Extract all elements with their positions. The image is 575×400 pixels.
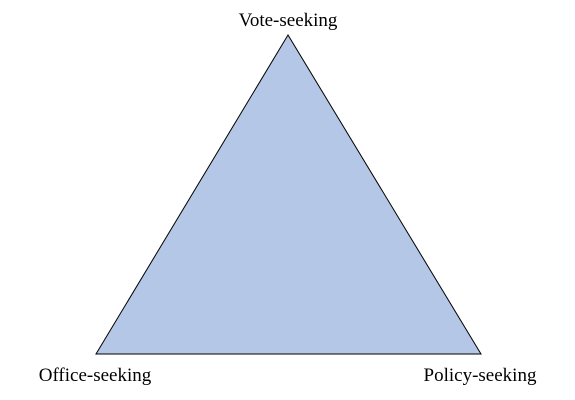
vertex-label-office-seeking: Office-seeking: [39, 365, 152, 386]
goal-triangle: [95, 34, 482, 355]
vertex-label-vote-seeking: Vote-seeking: [239, 10, 338, 31]
vertex-label-policy-seeking: Policy-seeking: [424, 365, 537, 386]
